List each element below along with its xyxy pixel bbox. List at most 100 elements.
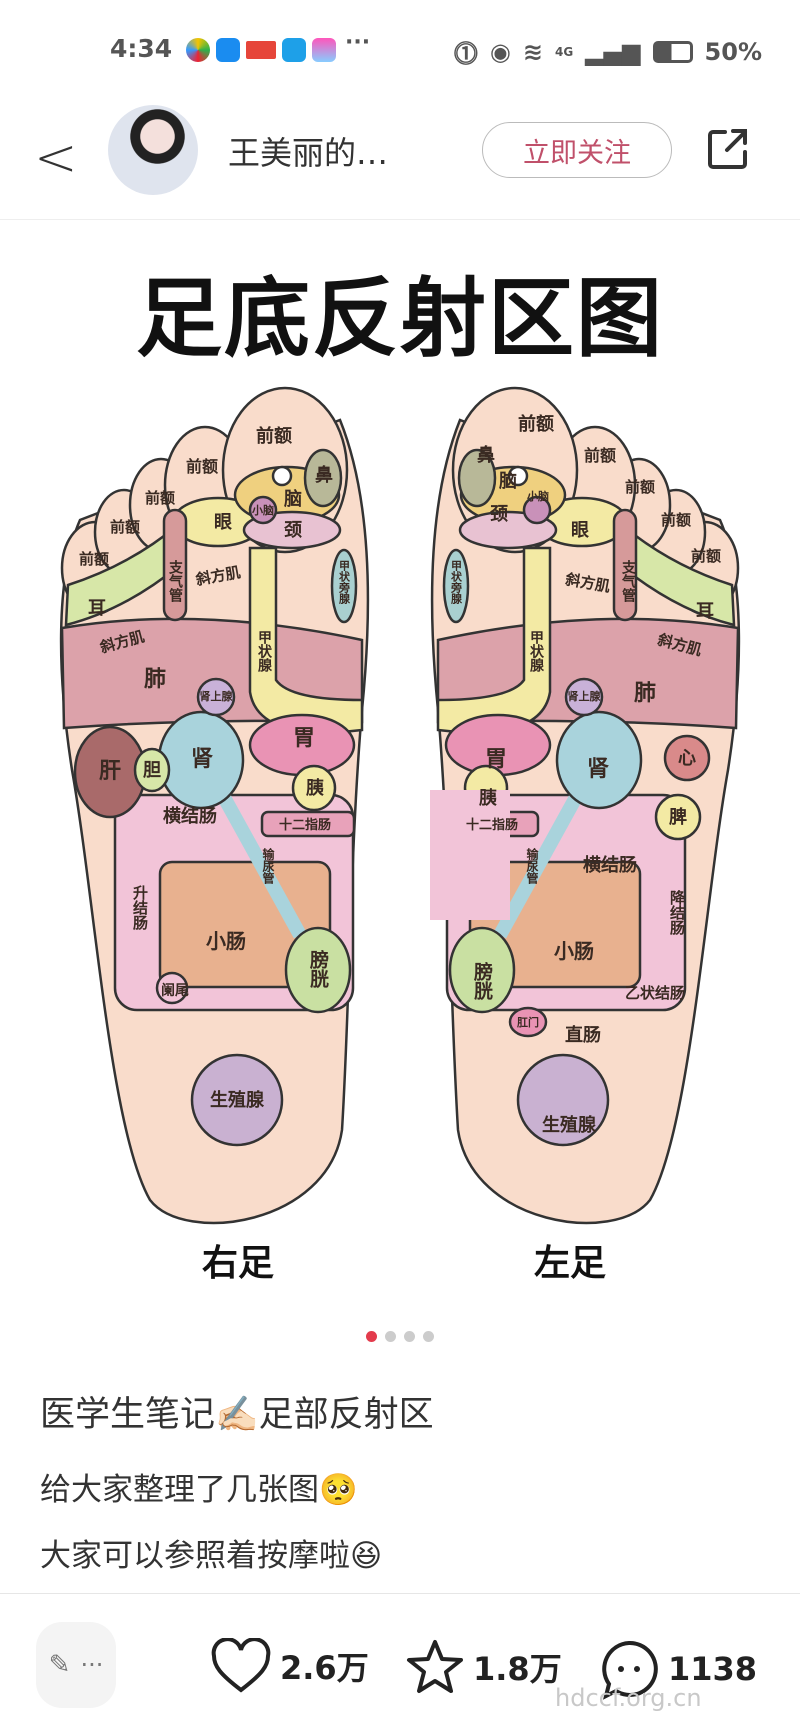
heart-zone — [663, 734, 711, 782]
nose-zone — [303, 448, 343, 508]
author-avatar[interactable] — [108, 105, 198, 195]
label-duodenum: 十二指肠 — [466, 817, 518, 833]
status-bar: 4:34 ··· ⓵ ◉ ≋ 4G ▂▄▆ 50% — [0, 30, 800, 70]
page-dot-active[interactable] — [366, 1331, 377, 1342]
duodenum-zone — [260, 810, 356, 838]
favorite-button[interactable]: 1.8万 — [405, 1638, 562, 1696]
left-colon-cover — [430, 790, 510, 920]
right-foot — [59, 386, 370, 1225]
app-icon — [312, 38, 336, 62]
label-bronchus: 支气管 — [167, 559, 184, 602]
label-kidney: 肾 — [587, 757, 609, 782]
heart-icon — [211, 1638, 271, 1693]
label-ear: 耳 — [696, 601, 714, 622]
status-time: 4:34 — [110, 34, 173, 63]
page-dot[interactable] — [404, 1331, 415, 1342]
label-descending-colon: 降结肠 — [668, 889, 686, 936]
label-cerebellum: 小脑 — [526, 489, 549, 503]
search-app-icon — [282, 38, 306, 62]
left-foot-labels: 前额 鼻 脑 小脑 颈 前额 眼 前额 前额 前额 耳 斜方肌 支气管 斜方肌 … — [450, 413, 722, 1136]
label-forehead: 前额 — [110, 518, 140, 536]
label-transverse-colon: 横结肠 — [163, 805, 217, 827]
battery-icon — [652, 40, 693, 63]
battery-percent: 50% — [704, 37, 762, 66]
network-type: 4G — [554, 44, 574, 59]
like-count: 2.6万 — [280, 1649, 369, 1687]
parathyroid-zone — [330, 548, 358, 624]
spleen-zone — [654, 793, 702, 841]
follow-button[interactable]: 立即关注 — [482, 122, 672, 178]
favorite-count: 1.8万 — [473, 1650, 562, 1688]
label-thyroid: 甲状腺 — [528, 630, 544, 673]
label-duodenum: 十二指肠 — [279, 817, 331, 833]
more-notifications-icon: ··· — [345, 30, 371, 55]
label-lung: 肺 — [144, 667, 166, 692]
cerebellum-zone — [248, 495, 278, 525]
label-lung: 肺 — [634, 681, 656, 706]
app-notification-icon — [186, 38, 210, 62]
gallbladder-zone — [133, 747, 171, 793]
ureter-zone — [213, 786, 307, 939]
label-pancreas: 胰 — [305, 777, 324, 799]
label-forehead: 前额 — [691, 547, 721, 565]
anus-zone — [508, 1006, 548, 1038]
label-neck: 颈 — [283, 520, 302, 541]
label-ear: 耳 — [88, 598, 106, 619]
label-eye: 眼 — [214, 512, 232, 533]
data-saver-icon: ⓵ — [453, 40, 478, 68]
star-icon — [407, 1640, 463, 1693]
comment-button[interactable]: 1138 — [598, 1638, 757, 1700]
label-liver: 肝 — [99, 759, 121, 784]
system-status: ⓵ ◉ ≋ 4G ▂▄▆ 50% — [454, 34, 762, 69]
label-anus: 肛门 — [517, 1015, 539, 1029]
label-pancreas: 胰 — [478, 787, 497, 809]
like-button[interactable]: 2.6万 — [210, 1638, 369, 1694]
label-parathyroid: 甲状旁腺 — [450, 560, 464, 605]
carousel-indicator[interactable] — [366, 1331, 434, 1342]
bladder-zone — [284, 926, 352, 1014]
label-bladder: 膀胱 — [471, 961, 494, 1001]
label-cerebellum: 小脑 — [251, 503, 274, 517]
divider — [0, 1593, 800, 1594]
page-dot[interactable] — [385, 1331, 396, 1342]
author-name[interactable]: 王美丽的… — [228, 134, 389, 172]
label-forehead: 前额 — [256, 425, 292, 447]
post-header: < 王美丽的… 立即关注 — [0, 100, 800, 220]
label-genital: 生殖腺 — [542, 1114, 597, 1136]
pancreas-zone — [291, 764, 337, 812]
label-forehead: 前额 — [584, 446, 616, 465]
label-forehead: 前额 — [661, 511, 691, 529]
post-text-line: 大家可以参照着按摩啦😆 — [40, 1538, 383, 1574]
back-chevron-icon[interactable]: < — [34, 128, 78, 188]
label-ureter: 输尿管 — [525, 847, 539, 885]
right-foot-labels: 前额 鼻 脑 小脑 颈 前额 眼 前额 前额 前额 耳 斜方肌 支气管 斜方肌 … — [79, 425, 351, 1111]
label-appendix: 阑尾 — [161, 982, 189, 999]
label-parathyroid: 甲状旁腺 — [338, 560, 352, 605]
label-genital: 生殖腺 — [210, 1089, 265, 1111]
label-spleen: 脾 — [669, 806, 687, 828]
more-label: ··· — [80, 1651, 104, 1679]
label-small-intestine: 小肠 — [206, 929, 246, 953]
label-heart: 心 — [678, 748, 696, 769]
share-icon[interactable] — [705, 126, 751, 172]
label-forehead: 前额 — [186, 457, 218, 476]
label-adrenal: 肾上腺 — [200, 689, 234, 703]
pencil-icon: ✎ — [48, 1650, 71, 1680]
label-nose: 鼻 — [477, 444, 495, 466]
left-foot-caption: 左足 — [534, 1243, 606, 1284]
label-eye: 眼 — [571, 520, 589, 541]
page-dot[interactable] — [423, 1331, 434, 1342]
label-adrenal: 肾上腺 — [568, 689, 602, 703]
post-text-line: 给大家整理了几张图🥺 — [40, 1472, 358, 1508]
label-forehead: 前额 — [79, 550, 109, 568]
label-ascending-colon: 升结肠 — [131, 885, 149, 931]
comment-count: 1138 — [668, 1650, 758, 1688]
label-brain: 脑 — [284, 488, 302, 510]
label-rectum: 直肠 — [565, 1024, 601, 1046]
comment-input-button[interactable]: ✎ ··· — [36, 1622, 116, 1708]
label-forehead: 前额 — [145, 489, 175, 507]
right-foot-caption: 右足 — [202, 1243, 274, 1284]
label-sigmoid-colon: 乙状结肠 — [625, 984, 685, 1002]
comment-bubble-icon — [602, 1640, 658, 1700]
